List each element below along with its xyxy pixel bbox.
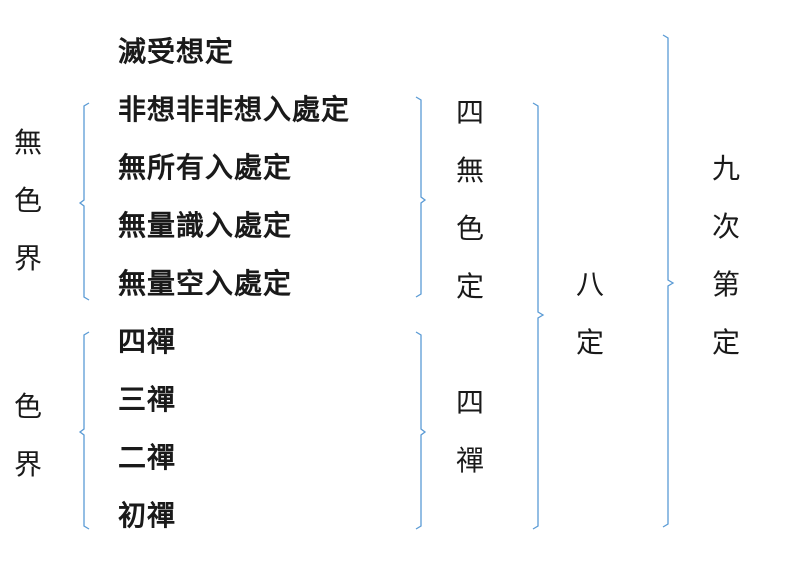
item-extinction-samadhi: 滅受想定 bbox=[118, 35, 235, 68]
item-fourth-dhyana: 四禪 bbox=[118, 325, 177, 358]
right-bracket-dhyana bbox=[415, 331, 427, 530]
label-char: 第 bbox=[711, 268, 740, 301]
label-char: 定 bbox=[711, 326, 740, 359]
label-char: 界 bbox=[13, 448, 42, 481]
label-formless-realm: 無 色 界 bbox=[8, 114, 48, 288]
item-first-dhyana: 初禪 bbox=[118, 499, 177, 532]
label-char: 界 bbox=[13, 242, 42, 275]
label-char: 四 bbox=[455, 96, 484, 129]
item-neither-perception: 非想非非想入處定 bbox=[118, 93, 351, 126]
label-char: 無 bbox=[13, 126, 42, 159]
right-bracket-eight bbox=[532, 102, 545, 530]
item-nothingness: 無所有入處定 bbox=[118, 151, 293, 184]
left-bracket-form bbox=[78, 331, 90, 530]
right-bracket-formless bbox=[415, 96, 427, 298]
label-char: 次 bbox=[711, 210, 740, 243]
label-char: 無 bbox=[455, 154, 484, 187]
label-char: 色 bbox=[455, 212, 484, 245]
item-second-dhyana: 二禪 bbox=[118, 441, 177, 474]
label-char: 八 bbox=[575, 268, 604, 301]
label-nine-successive-samadhi: 九 次 第 定 bbox=[706, 140, 746, 372]
label-char: 色 bbox=[13, 184, 42, 217]
left-bracket-formless bbox=[78, 102, 90, 301]
label-char: 色 bbox=[13, 390, 42, 423]
label-form-realm: 色 界 bbox=[8, 378, 48, 494]
label-four-formless-samadhi: 四 無 色 定 bbox=[450, 84, 490, 316]
label-char: 九 bbox=[711, 152, 740, 185]
label-four-dhyana: 四 禪 bbox=[450, 374, 490, 490]
label-char: 禪 bbox=[455, 444, 484, 477]
label-char: 定 bbox=[575, 326, 604, 359]
label-char: 定 bbox=[455, 270, 484, 303]
item-infinite-consciousness: 無量識入處定 bbox=[118, 209, 293, 242]
label-char: 四 bbox=[455, 386, 484, 419]
label-eight-samadhi: 八 定 bbox=[570, 256, 610, 372]
item-infinite-space: 無量空入處定 bbox=[118, 267, 293, 300]
right-bracket-nine bbox=[662, 34, 675, 528]
item-third-dhyana: 三禪 bbox=[118, 383, 177, 416]
